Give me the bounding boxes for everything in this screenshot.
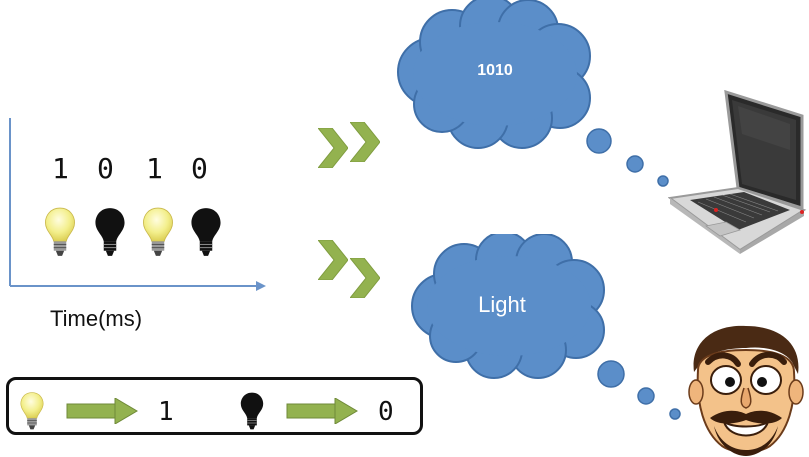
chevron-right-icon [350,122,380,162]
green-arrow-icon [66,398,138,424]
lightbulb-off-icon [190,206,222,258]
bit-label-2: 0 [97,152,114,185]
chevron-right-icon [318,128,348,168]
lightbulb-off-icon [94,206,126,258]
time-axis-label: Time(ms) [50,306,143,331]
laptop-icon [668,90,807,254]
smiling-face-icon [688,325,804,456]
thought-dots-top [586,128,669,187]
bit-label-1: 1 [52,152,69,185]
lightbulb-on-icon [44,206,76,258]
chevron-right-icon [350,258,380,298]
thought-cloud-bottom [411,234,605,379]
thought-cloud-top [397,0,591,149]
chevron-right-icon [318,240,348,280]
cloud-top-text: 1010 [477,62,513,79]
lightbulb-on-icon [142,206,174,258]
lightbulb-off-icon [240,391,264,431]
legend-on-value: 1 [158,397,174,427]
bit-label-3: 1 [146,152,163,185]
legend-off-value: 0 [378,397,394,427]
bit-label-4: 0 [191,152,208,185]
cloud-bottom-text: Light [478,292,526,317]
timeline-axes [9,118,266,291]
green-arrow-icon [286,398,358,424]
lightbulb-on-icon [20,391,44,431]
thought-dots-bottom [597,360,681,420]
